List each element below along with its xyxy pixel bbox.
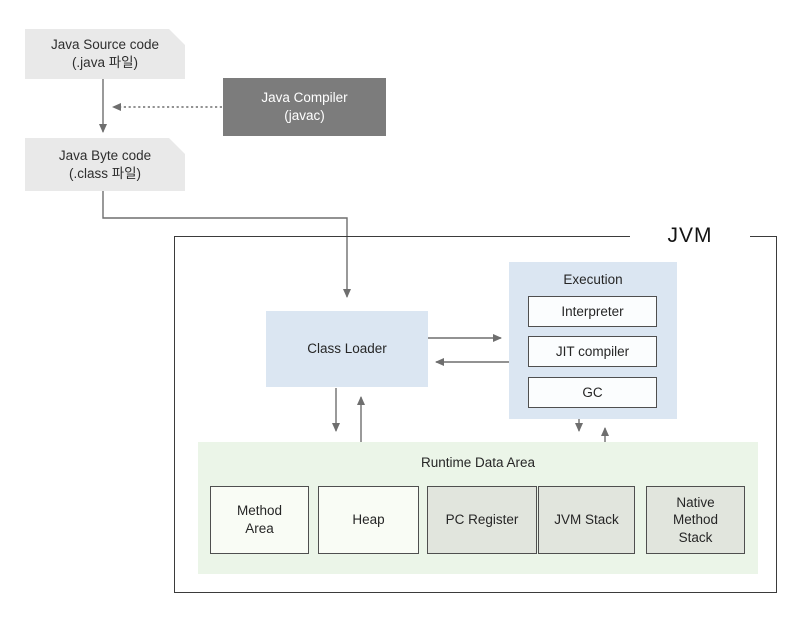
java-compiler-label: Java Compiler (javac) <box>261 90 348 123</box>
runtime-data-area-panel: Runtime Data Area Method Area Heap PC Re… <box>198 442 758 574</box>
execution-item-gc: GC <box>528 377 657 408</box>
execution-panel-title: Execution <box>563 272 623 287</box>
runtime-area-heap: Heap <box>318 486 419 554</box>
class-loader-box: Class Loader <box>266 311 428 387</box>
class-loader-label: Class Loader <box>307 341 387 357</box>
native-method-stack-label: Native Method Stack <box>672 494 719 545</box>
java-byte-code-box: Java Byte code (.class 파일) <box>25 138 185 191</box>
heap-label: Heap <box>352 512 385 528</box>
jvm-frame <box>174 236 777 593</box>
execution-item-interpreter: Interpreter <box>528 296 657 327</box>
interpreter-label: Interpreter <box>561 304 624 319</box>
java-source-code-label: Java Source code (.java 파일) <box>50 37 160 70</box>
execution-item-jit-compiler: JIT compiler <box>528 336 657 367</box>
java-compiler-box: Java Compiler (javac) <box>223 78 386 136</box>
gc-label: GC <box>582 385 603 400</box>
runtime-area-native-method-stack: Native Method Stack <box>646 486 745 554</box>
runtime-area-method-area: Method Area <box>210 486 309 554</box>
jit-compiler-label: JIT compiler <box>555 344 630 359</box>
runtime-data-area-title: Runtime Data Area <box>420 455 536 470</box>
runtime-area-jvm-stack: JVM Stack <box>538 486 635 554</box>
java-byte-code-label: Java Byte code (.class 파일) <box>58 147 152 181</box>
java-source-code-box: Java Source code (.java 파일) <box>25 29 185 79</box>
runtime-area-pc-register: PC Register <box>427 486 537 554</box>
method-area-label: Method Area <box>236 503 283 536</box>
jvm-stack-label: JVM Stack <box>554 512 619 528</box>
execution-panel: Execution Interpreter JIT compiler GC <box>509 262 677 419</box>
pc-register-label: PC Register <box>445 512 519 528</box>
jvm-frame-label: JVM <box>630 221 750 251</box>
